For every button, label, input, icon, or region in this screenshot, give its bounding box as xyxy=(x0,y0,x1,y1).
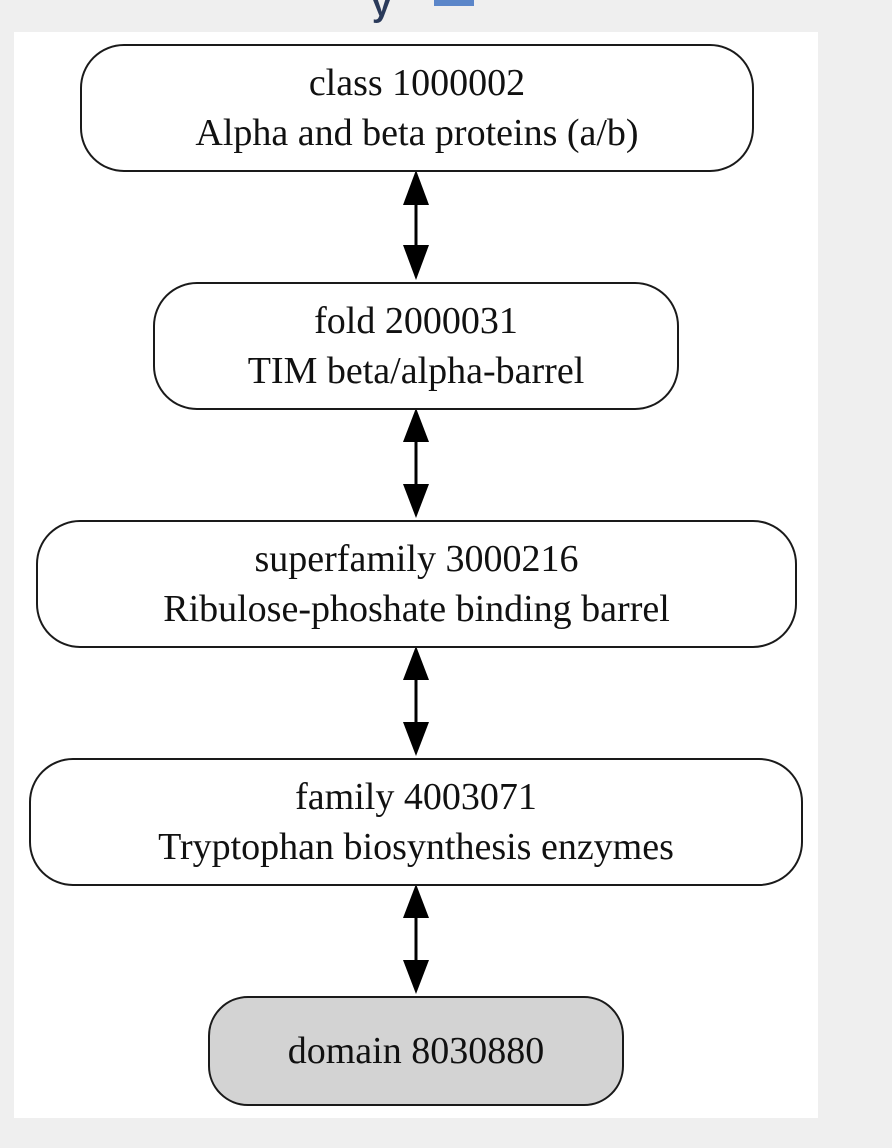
top-header-strip: y xyxy=(0,0,892,30)
node-domain[interactable]: domain 8030880 xyxy=(208,996,624,1106)
node-superfamily-id: superfamily 3000216 xyxy=(254,538,579,580)
edge-class-fold xyxy=(403,170,429,280)
node-superfamily[interactable]: superfamily 3000216 Ribulose-phoshate bi… xyxy=(36,520,797,648)
edge-fold-superfamily xyxy=(403,408,429,518)
node-class-label: Alpha and beta proteins (a/b) xyxy=(195,112,639,154)
node-family-label: Tryptophan biosynthesis enzymes xyxy=(158,826,674,868)
node-class-id: class 1000002 xyxy=(308,62,526,104)
node-class[interactable]: class 1000002 Alpha and beta proteins (a… xyxy=(80,44,754,172)
node-fold-label: TIM beta/alpha-barrel xyxy=(247,350,585,392)
node-family[interactable]: family 4003071 Tryptophan biosynthesis e… xyxy=(29,758,803,886)
node-fold-id: fold 2000031 xyxy=(314,300,518,342)
node-fold[interactable]: fold 2000031 TIM beta/alpha-barrel xyxy=(153,282,679,410)
cropped-heading-glyph: y xyxy=(372,0,391,24)
cropped-link-underline[interactable] xyxy=(434,0,474,6)
node-superfamily-label: Ribulose-phoshate binding barrel xyxy=(163,588,670,630)
edge-family-domain xyxy=(403,884,429,994)
node-domain-id: domain 8030880 xyxy=(287,1030,545,1072)
edge-superfamily-family xyxy=(403,646,429,756)
node-family-id: family 4003071 xyxy=(295,776,537,818)
